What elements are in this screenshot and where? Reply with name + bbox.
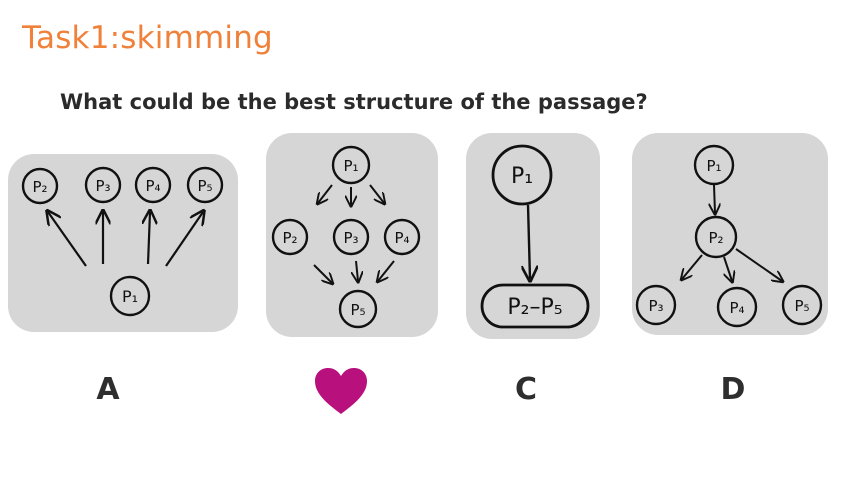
arrows — [313, 184, 395, 283]
svg-text:P₂–P₅: P₂–P₅ — [507, 295, 562, 320]
node-p4: P₄ — [716, 286, 758, 328]
option-c-svg: P₁ P₂–P₅ — [480, 144, 590, 329]
svg-text:P₃: P₃ — [648, 297, 663, 315]
node-p3: P₃ — [332, 218, 370, 256]
option-d-diagram[interactable]: P₁ P₂ P₃ P₄ P₅ — [632, 133, 828, 335]
svg-text:P₅: P₅ — [350, 301, 365, 319]
svg-text:P₃: P₃ — [343, 229, 358, 247]
node-p2-p5: P₂–P₅ — [480, 283, 590, 329]
svg-text:P₂: P₂ — [708, 229, 723, 247]
option-c-label: C — [514, 372, 538, 407]
option-a-label: A — [96, 372, 120, 407]
node-p3: P₃ — [84, 166, 122, 204]
svg-text:P₅: P₅ — [794, 297, 809, 315]
svg-text:P₁: P₁ — [511, 164, 533, 189]
option-d-label: D — [720, 372, 746, 407]
node-p4: P₄ — [383, 218, 421, 256]
svg-text:P₅: P₅ — [197, 177, 212, 195]
node-p5: P₅ — [338, 289, 378, 329]
svg-text:P₄: P₄ — [145, 177, 160, 195]
node-p2: P₂ — [21, 167, 59, 205]
svg-text:P₁: P₁ — [706, 157, 721, 175]
node-p2: P₂ — [271, 218, 309, 256]
svg-text:P₄: P₄ — [394, 229, 409, 247]
option-b-svg: P₁ P₂ P₃ P₄ P₅ — [271, 145, 421, 329]
option-a-diagram[interactable]: P₂ P₃ P₄ P₅ P₁ — [8, 154, 238, 332]
node-p4: P₄ — [134, 166, 172, 204]
arrows — [682, 184, 782, 281]
svg-text:P₂: P₂ — [282, 229, 297, 247]
svg-text:P₄: P₄ — [729, 299, 744, 317]
node-p1: P₁ — [693, 144, 735, 186]
svg-text:P₁: P₁ — [122, 287, 138, 306]
question-text: What could be the best structure of the … — [60, 90, 648, 114]
node-p2: P₂ — [694, 215, 738, 259]
svg-text:P₂: P₂ — [32, 178, 47, 196]
node-p5: P₅ — [186, 166, 224, 204]
option-a-svg: P₂ P₃ P₄ P₅ P₁ — [21, 166, 224, 317]
node-p1: P₁ — [491, 144, 553, 206]
svg-text:P₃: P₃ — [95, 177, 110, 195]
node-p5: P₅ — [781, 284, 823, 326]
slide-title: Task1:skimming — [22, 20, 273, 56]
node-p1: P₁ — [331, 145, 371, 185]
arrows — [48, 212, 203, 267]
node-p1: P₁ — [109, 275, 151, 317]
arrows — [528, 204, 530, 279]
svg-text:P₁: P₁ — [343, 157, 358, 175]
node-p3: P₃ — [635, 284, 677, 326]
option-d-svg: P₁ P₂ P₃ P₄ P₅ — [635, 144, 823, 328]
option-c-diagram[interactable]: P₁ P₂–P₅ — [466, 133, 600, 339]
heart-icon — [313, 366, 369, 420]
option-b-diagram[interactable]: P₁ P₂ P₃ P₄ P₅ — [266, 133, 438, 337]
